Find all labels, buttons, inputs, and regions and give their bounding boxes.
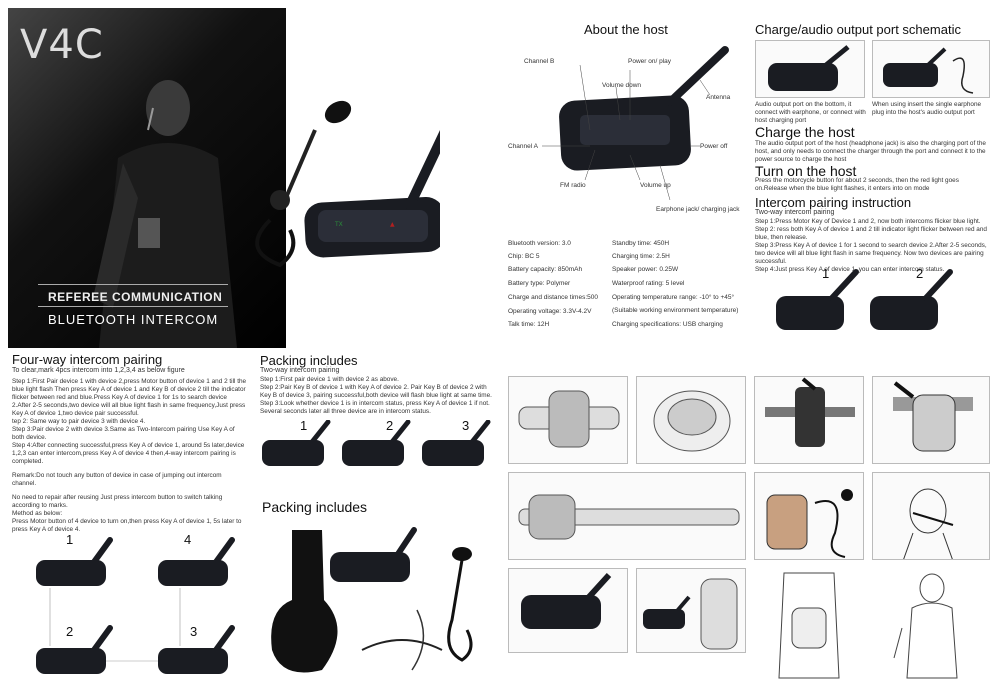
intercom-subtitle: Two-way intercom pairing — [755, 209, 835, 216]
hero-title-1: REFEREE COMMUNICATION — [48, 290, 223, 304]
mount-photo — [872, 376, 990, 464]
hero-banner: V4C REFEREE COMMUNICATION BLUETOOTH INTE… — [8, 8, 286, 348]
spec-item: Charge and distance times:500 — [508, 294, 598, 301]
callout-power-off: Power off — [700, 143, 728, 150]
spec-item: (Suitable working environment temperatur… — [612, 307, 739, 314]
packing1-subtitle: Two-way intercom pairing — [260, 367, 340, 374]
clip-photo — [754, 376, 864, 464]
fourway-title: Four-way intercom pairing — [12, 352, 163, 367]
callout-earphone: Earphone jack/ charging jack — [656, 206, 740, 213]
host-diagram — [542, 46, 729, 200]
packing2-contents — [271, 527, 473, 673]
product-image-main: TX ▲ — [255, 100, 440, 268]
divider — [38, 284, 228, 285]
hero-title-2: BLUETOOTH INTERCOM — [48, 312, 219, 327]
packing1-line: Step 1:First pair device 1 with device 2… — [260, 376, 399, 383]
spec-item: Talk time: 12H — [508, 321, 550, 328]
device-label: 1 — [822, 266, 830, 281]
device-label: 3 — [190, 624, 198, 639]
fourway-text: Step 1:First Pair device 1 with device 2… — [12, 378, 247, 534]
intercom-title: Intercom pairing instruction — [755, 195, 912, 210]
fourway-line: Method as below: — [12, 510, 63, 517]
intercom-step: Step 3:Press Key A of device 1 for 1 sec… — [755, 242, 987, 265]
packing1-line: Step 2:Pair Key B of device 1 with Key A… — [260, 384, 492, 399]
device-label: 1 — [66, 532, 74, 547]
charge-host-title: Charge the host — [755, 124, 855, 140]
spec-item: Battery capacity: 850mAh — [508, 266, 583, 273]
fourway-line: Press Motor button of 4 device to turn o… — [12, 518, 242, 533]
spec-item: Waterproof rating: 5 level — [612, 280, 685, 287]
charge-host-text: The audio output port of the host (headp… — [755, 140, 986, 163]
charge-port-caption-left: Audio output port on the bottom, it conn… — [755, 101, 866, 124]
fourway-line: No need to repair after reusing Just pre… — [12, 494, 223, 509]
fourway-line: tep 2: Same way to pair device 3 with de… — [12, 418, 146, 425]
referee-sketch — [872, 568, 990, 683]
spec-item: Chip: BC 5 — [508, 253, 540, 260]
intercom-devices — [776, 269, 953, 330]
accessory-photo — [754, 472, 864, 560]
callout-power: Power on/ play — [628, 58, 671, 65]
charge-port-caption-right: When using insert the single earphone pl… — [872, 101, 982, 116]
spec-item: Standby time: 450H — [612, 240, 670, 247]
device-with-band-photo — [636, 568, 746, 653]
device-label: 3 — [462, 418, 470, 433]
pouch-photo — [636, 376, 746, 464]
callout-volume-down: Volume down — [602, 82, 642, 89]
spec-item: Operating voltage: 3.3V-4.2V — [508, 308, 592, 315]
intercom-step: Step 2: ress both Key A of device 1 and … — [755, 226, 987, 241]
intercom-step: Step 1:Press Motor Key of Device 1 and 2… — [755, 218, 981, 225]
packing1-devices — [262, 420, 491, 466]
intercom-steps: Step 1:Press Motor Key of Device 1 and 2… — [755, 218, 993, 274]
packing1-title: Packing includes — [260, 353, 358, 368]
spec-item: Charging time: 2.5H — [612, 253, 670, 260]
packing1-text: Step 1:First pair device 1 with device 2… — [260, 376, 496, 416]
spec-item: Charging specifications: USB charging — [612, 321, 723, 328]
fourway-line: Step 4:After connecting successful,press… — [12, 442, 245, 465]
device-label: 2 — [66, 624, 74, 639]
callout-channel-b: Channel B — [524, 58, 555, 65]
turn-on-title: Turn on the host — [755, 163, 857, 179]
callout-antenna: Antenna — [706, 94, 731, 101]
armband-photo — [508, 376, 628, 464]
divider — [38, 306, 228, 307]
product-logo: V4C — [20, 22, 104, 68]
device-label: 1 — [300, 418, 308, 433]
spec-item: Bluetooth version: 3.0 — [508, 240, 571, 247]
charge-port-title: Charge/audio output port schematic — [755, 22, 961, 37]
charge-port-photo-left — [755, 40, 865, 98]
turn-on-text: Press the motorcycle button for about 2 … — [755, 177, 959, 192]
device-label: 4 — [184, 532, 192, 547]
about-title: About the host — [584, 22, 668, 37]
spec-item: Battery type: Polymer — [508, 280, 571, 287]
device-in-pouch-photo — [508, 568, 628, 653]
device-label: 2 — [386, 418, 394, 433]
headset-worn-photo — [872, 472, 990, 560]
callout-channel-a: Channel A — [508, 143, 538, 150]
packing1-line: Step 3:Look whether device 1 is in inter… — [260, 400, 490, 415]
fourway-line: Step 1:First Pair device 1 with device 2… — [12, 378, 247, 417]
fourway-devices — [36, 537, 235, 674]
strap-photo — [508, 472, 746, 560]
spec-item: Speaker power: 0.25W — [612, 266, 679, 273]
svg-text:TX: TX — [334, 221, 343, 228]
fourway-subtitle: To clear,mark 4pcs intercom into 1,2,3,4… — [12, 367, 185, 374]
svg-text:▲: ▲ — [390, 221, 395, 228]
callout-volume-up: Volume up — [640, 182, 671, 189]
charge-port-photo-right — [872, 40, 990, 98]
spec-item: Operating temperature range: -10° to +45… — [612, 294, 735, 301]
referee-figure — [93, 80, 237, 348]
arm-sketch — [754, 568, 864, 683]
fourway-line: Step 3:Pair device 2 with device 3.Same … — [12, 426, 235, 441]
fourway-line: Remark:Do not touch any button of device… — [12, 472, 222, 487]
callout-fm-radio: FM radio — [560, 182, 586, 189]
intercom-step: Step 4:Just press Key A of device 1, you… — [755, 266, 945, 273]
device-label: 2 — [916, 266, 924, 281]
packing2-title: Packing includes — [262, 499, 368, 515]
